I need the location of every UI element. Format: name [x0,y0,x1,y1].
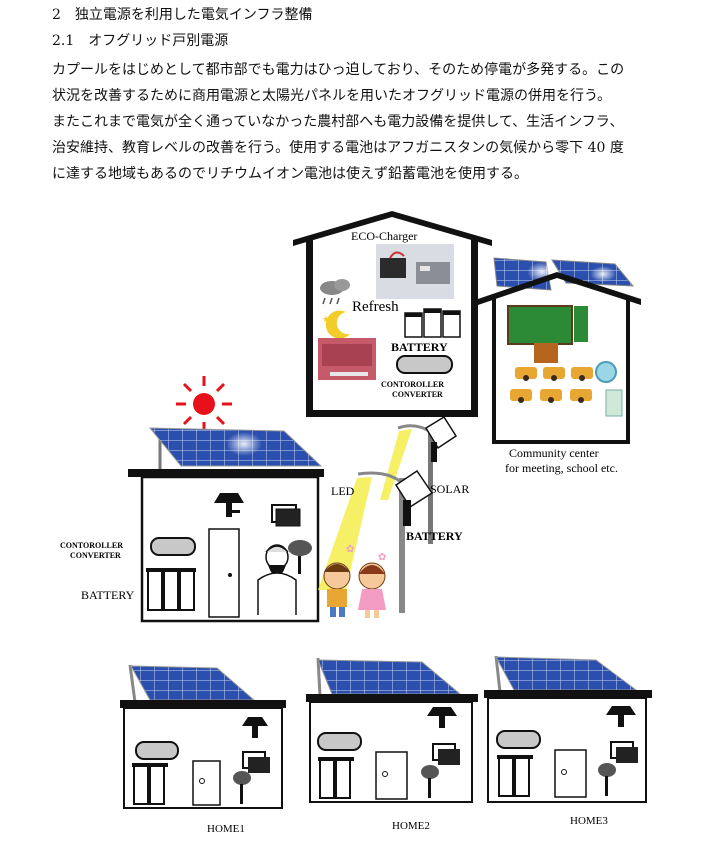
street-lamp-rear [380,415,458,544]
controller-left-icon [150,537,196,556]
moon-icon: ★ [322,310,350,339]
battery-left-icon [146,568,196,611]
solar-label: SOLAR [430,482,469,496]
section-subtitle: 2.1 オフグリッド戸別電源 [52,33,229,49]
eco-charger-label: ECO-Charger [351,229,417,243]
rain-cloud-icon [320,279,350,305]
home3-label: HOME3 [570,815,608,827]
home-1 [120,664,286,809]
children-icon: ✿ ✿ [323,544,386,618]
community-label-1: Community center [509,446,599,460]
controller-left-label-1: CONTOROLLER [60,541,123,550]
home2-label: HOME2 [392,820,430,832]
battery-lamp-label: BATTERY [406,529,463,543]
paragraph-line-1: カプールをはじめとして都市部でも電力はひっ迫しており、そのため停電が多発する。こ… [52,62,625,78]
paragraph-line-2: 状況を改善するために商用電源と太陽光パネルを用いたオフグリッド電源の併用を行う。 [52,88,612,104]
battery-left-label: BATTERY [81,588,135,602]
solar-panel-icon [424,415,458,450]
controller-upper-label-1: CONTOROLLER [381,380,444,389]
battery-cells-icon [404,308,461,338]
generator-icon [318,338,376,380]
refresh-label: Refresh [352,299,399,315]
battery-upper-label: BATTERY [391,340,448,354]
person-icon [257,544,297,615]
community-label-2: for meeting, school etc. [505,461,618,475]
ceiling-lamp-icon [214,493,244,517]
classroom-icon [507,305,623,417]
paragraph-line-4: 治安維持、教育レベルの改善を行う。使用する電池はアフガニスタンの気候から零下 4… [52,140,624,156]
controller-upper-icon [396,355,453,374]
charging-station-house [293,211,492,417]
svg-text:★: ★ [322,315,330,325]
controller-upper-label-2: CONVERTER [392,390,443,399]
main-house-panel [148,427,323,470]
home-3 [484,655,652,803]
community-center-house [478,272,641,444]
led-label: LED [331,484,355,498]
floor-lamp-icon [288,540,312,574]
home-2 [306,657,478,803]
svg-text:✿: ✿ [346,544,354,555]
tv-icon [271,504,301,527]
refrigerator-icon [605,389,623,417]
eco-charger-device-icon [376,244,454,299]
controller-left-label-2: CONVERTER [70,551,121,560]
home1-label: HOME1 [207,823,245,835]
paragraph-line-5: に達する地域もあるのでリチウムイオン電池は使えず鉛蓄電池を使用する。 [52,166,528,182]
fan-icon [595,361,617,383]
paragraph-line-3: またこれまで電気が全く通っていなかった農村部へも電力設備を提供して、生活インフラ… [52,114,624,130]
section-title: 2 独立電源を利用した電気インフラ整備 [52,7,313,23]
svg-text:✿: ✿ [378,552,386,563]
solar-panel-icon [394,469,434,509]
community-panels [493,257,635,291]
street-lamp-front [318,469,434,613]
sun-icon [176,376,232,432]
